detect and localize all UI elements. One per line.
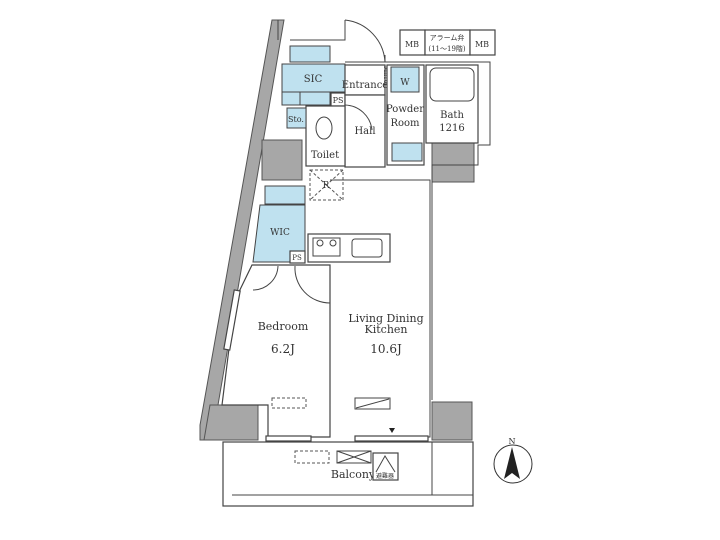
- north-arrow-icon: [504, 447, 520, 479]
- door-swing: [252, 265, 279, 291]
- meter-box-right: [469, 29, 496, 56]
- bathroom: [425, 64, 479, 144]
- pipe-space-label: PS: [292, 254, 302, 262]
- pipe-space-label: PS: [333, 96, 344, 105]
- sic-shelf: [299, 91, 331, 106]
- evacuation-icon: [375, 455, 396, 473]
- room-label-powder-2: Room: [390, 118, 420, 129]
- structural-column: [431, 139, 475, 183]
- entry-marker-icon: [389, 428, 395, 433]
- washbasin-icon: [391, 142, 423, 162]
- bedroom-size: 6.2J: [271, 342, 295, 356]
- room-label-toilet: Toilet: [311, 150, 339, 161]
- room-label-wic: WIC: [270, 228, 290, 238]
- room-label-ldk: Living Dining: [348, 312, 423, 325]
- bath-size: 1216: [439, 123, 464, 134]
- toilet-room: [305, 105, 346, 167]
- room-label-storage: Sto.: [288, 115, 304, 124]
- door-swing: [344, 104, 373, 131]
- air-conditioner-icon: [354, 397, 391, 410]
- ldk-size: 10.6J: [370, 342, 402, 356]
- stove-icon: [312, 237, 341, 257]
- ac-line: [355, 398, 390, 409]
- toilet-icon: [315, 116, 333, 140]
- air-conditioner-icon: [271, 397, 307, 409]
- window[interactable]: [223, 289, 241, 351]
- window[interactable]: [265, 435, 312, 442]
- wall-line: [290, 20, 346, 41]
- bathtub-icon: [429, 67, 475, 102]
- outdoor-unit-icon: [294, 450, 330, 464]
- sink-icon: [351, 238, 383, 258]
- door-swing: [294, 265, 331, 304]
- meter-box-label: MB: [475, 40, 489, 49]
- evacuation-label: 避難器: [376, 472, 394, 480]
- washer-label: W: [400, 78, 410, 88]
- room-label-bedroom: Bedroom: [258, 320, 309, 333]
- mirror-label: Mirror: [382, 66, 389, 86]
- meter-box-label: MB: [405, 40, 419, 49]
- wall-line: [384, 55, 491, 400]
- structural-column: [261, 139, 303, 181]
- room-label-powder: Powder: [386, 104, 424, 115]
- outdoor-unit-icon: [336, 450, 372, 464]
- burner-icon: [329, 239, 337, 247]
- hall: [344, 94, 386, 168]
- structural-column: [431, 401, 473, 441]
- cross-line: [336, 450, 372, 464]
- room-label-balcony: Balcony: [331, 468, 376, 481]
- wic-shelf: [264, 185, 306, 205]
- compass-circle: [493, 444, 533, 484]
- north-compass: N: [493, 437, 533, 484]
- refrigerator-space: [309, 169, 344, 201]
- storage: [286, 107, 307, 129]
- washer-space: [390, 66, 420, 93]
- room-label-ldk-2: Kitchen: [365, 323, 408, 336]
- alarm-valve-label: アラーム弁: [430, 33, 465, 42]
- sic-shelf: [281, 91, 301, 106]
- room-label-sic: SIC: [304, 74, 323, 85]
- structural-column: [203, 404, 259, 441]
- sic-shelf: [289, 45, 331, 63]
- pipe-space: [289, 250, 306, 264]
- room-label-hall: Hall: [354, 126, 375, 137]
- window[interactable]: [354, 435, 429, 442]
- meter-box-left: [399, 29, 426, 56]
- refrigerator-label: R: [323, 181, 330, 191]
- compass-label: N: [509, 437, 516, 446]
- entrance-door-swing: [344, 19, 386, 63]
- room-label-bath: Bath: [440, 110, 464, 121]
- sic-area: [281, 63, 346, 93]
- dash-line: [309, 169, 344, 201]
- burner-icon: [316, 239, 324, 247]
- room-label-entrance: Entrance: [342, 80, 389, 91]
- alarm-valve-floors: (11～19階): [428, 44, 466, 53]
